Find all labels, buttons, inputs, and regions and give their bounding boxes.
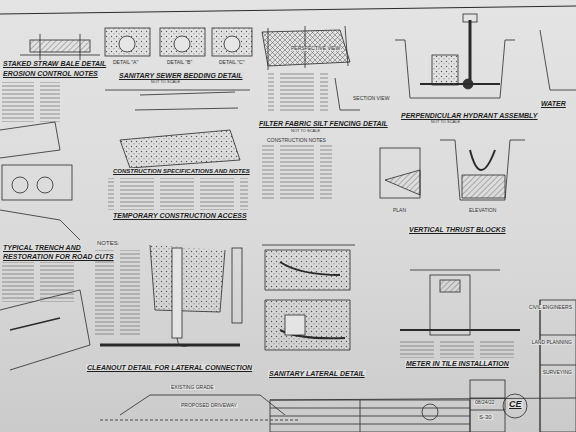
detail-title: CLEANOUT DETAIL FOR LATERAL CONNECTION [86,364,253,371]
note-text: NOTES: [96,240,120,246]
note-text: CIVIL ENGINEERS [528,305,573,310]
note-text: CONSTRUCTION NOTES [266,138,327,143]
note-text: DETAIL "B" [166,60,193,65]
detail-title: RESTORATION FOR ROAD CUTS [2,253,115,260]
note-text: 08/24/22 [474,400,495,405]
note-text: DETAIL "C" [218,60,246,65]
note-text: LAND PLANNING [531,340,573,345]
note-text: ELEVATION [468,208,497,213]
detail-title: SANITARY LATERAL DETAIL [268,370,366,377]
note-text: EXISTING GRADE [170,385,215,390]
note-text: PERSPECTIVE VIEW [290,46,341,51]
note-text: PLAN [392,208,407,213]
detail-title: STAKED STRAW BALE DETAIL [2,60,107,67]
detail-title: CONSTRUCTION SPECIFICATIONS AND NOTES [112,168,251,174]
detail-title: METER IN TILE INSTALLATION [405,360,510,367]
detail-title: FILTER FABRIC SILT FENCING DETAIL [258,120,389,127]
detail-title: VERTICAL THRUST BLOCKS [408,226,507,233]
detail-title: WATER [540,100,567,107]
note-text: SECTION VIEW [352,96,390,101]
note-text: SURVEYING [542,370,573,375]
detail-title: EROSION CONTROL NOTES [2,70,99,77]
detail-title: PERPENDICULAR HYDRANT ASSEMBLY [400,112,539,119]
note-text: PROPOSED DRIVEWAY [180,403,238,408]
note-text: NOT TO SCALE [430,120,461,124]
detail-title: SANITARY SEWER BEDDING DETAIL [118,72,244,79]
note-text: DETAIL "A" [112,60,139,65]
detail-title: CE [508,400,523,409]
detail-title: TEMPORARY CONSTRUCTION ACCESS [112,212,248,219]
detail-title: TYPICAL TRENCH AND [2,244,82,251]
note-text: NOT TO SCALE [150,80,181,84]
note-text: NOT TO SCALE [290,129,321,133]
note-text: S-30 [478,414,493,420]
